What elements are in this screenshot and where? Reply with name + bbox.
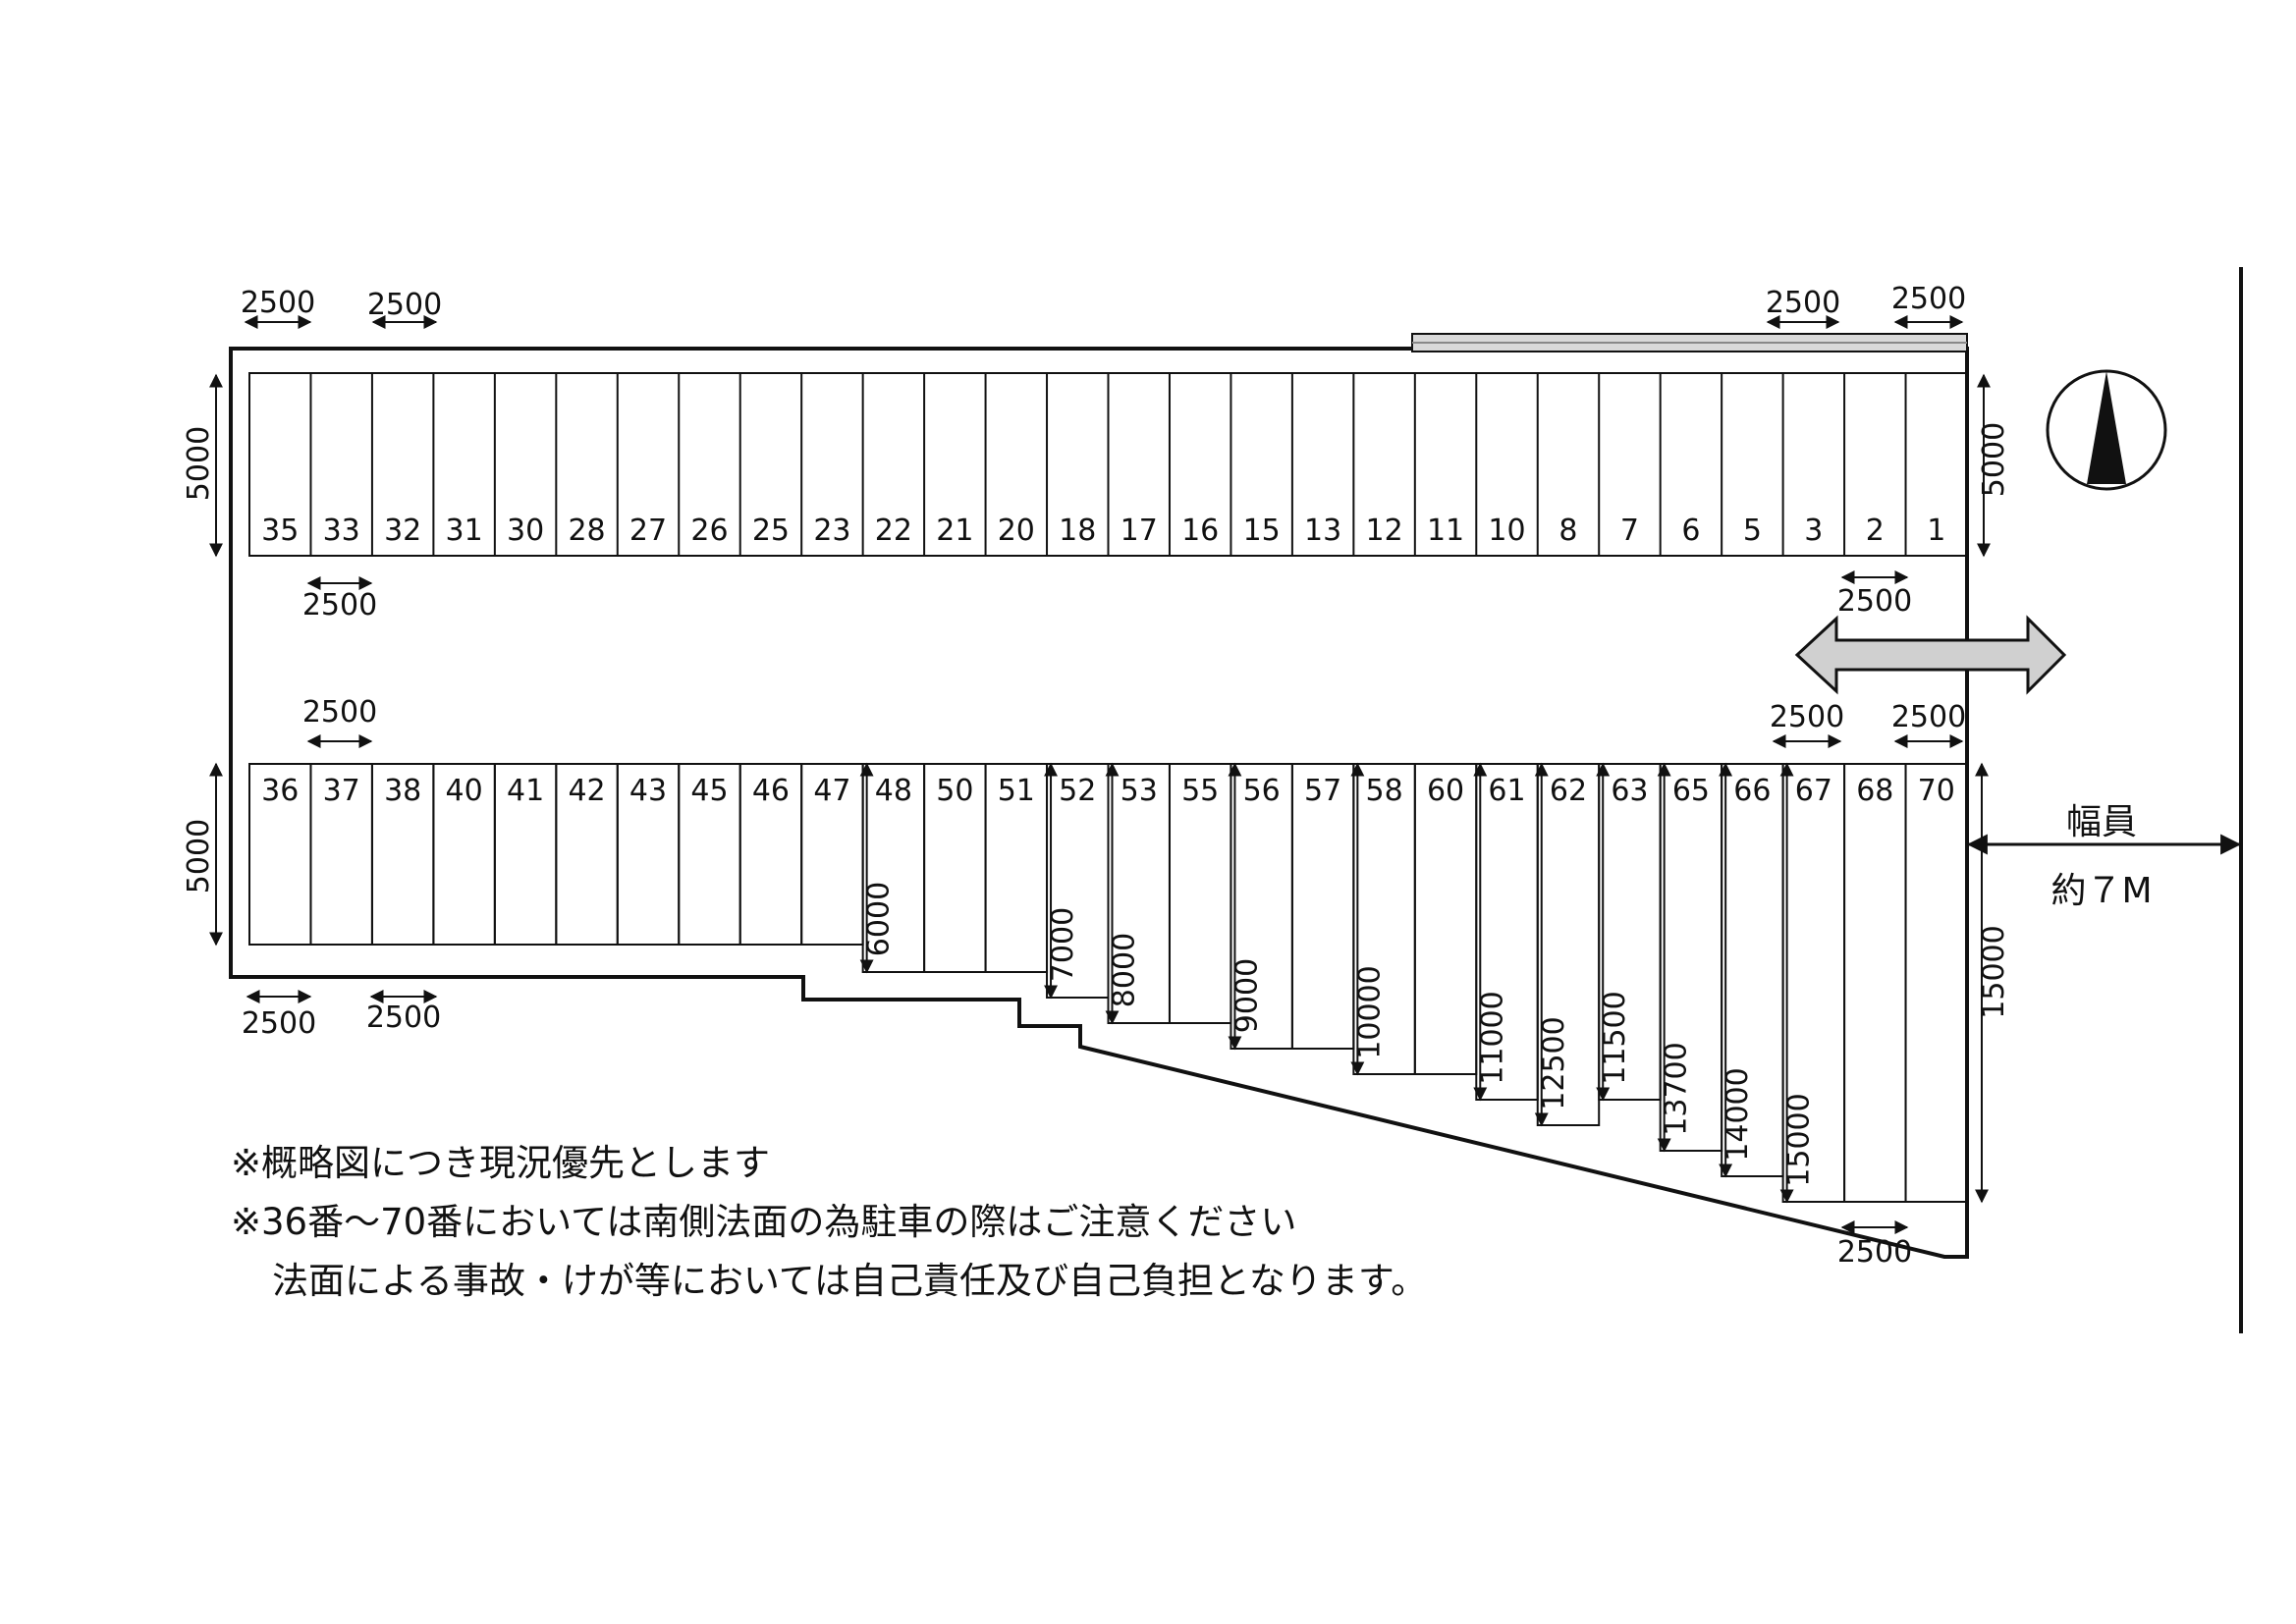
stall-number-41: 41 (507, 774, 544, 808)
stall-number-3: 3 (1804, 514, 1823, 548)
stall-number-28: 28 (568, 514, 605, 548)
stall-number-65: 65 (1672, 774, 1710, 808)
width-dimension-label: 2500 (1891, 700, 1966, 734)
depth-dimension-label: 8000 (1108, 933, 1142, 1007)
depth-dimension-label: 5000 (182, 426, 216, 501)
stall-number-8: 8 (1558, 514, 1577, 548)
stall-number-27: 27 (629, 514, 667, 548)
stall-number-57: 57 (1304, 774, 1341, 808)
depth-dimension-label: 6000 (862, 882, 897, 956)
stall-number-15: 15 (1243, 514, 1281, 548)
stall-number-18: 18 (1059, 514, 1096, 548)
parking-stall (1843, 763, 1907, 1203)
note-line-2: ※36番～70番においては南側法面の為駐車の際はご注意ください (231, 1201, 1297, 1243)
depth-dimension-label: 11500 (1598, 991, 1632, 1084)
stall-number-11: 11 (1427, 514, 1464, 548)
note-line-3: 法面による事故・けが等においては自己責任及び自己負担となります。 (272, 1260, 1428, 1302)
width-dimension-label: 2500 (367, 288, 442, 322)
stall-number-61: 61 (1488, 774, 1525, 808)
depth-dimension-label: 15000 (1977, 925, 2011, 1018)
stall-number-50: 50 (936, 774, 973, 808)
stall-number-66: 66 (1733, 774, 1771, 808)
depth-dimension-label: 9000 (1230, 958, 1264, 1033)
parking-stall (1413, 763, 1478, 1075)
stall-number-26: 26 (690, 514, 728, 548)
stall-number-67: 67 (1795, 774, 1832, 808)
depth-dimension-label: 11000 (1475, 991, 1509, 1084)
stall-number-2: 2 (1866, 514, 1885, 548)
stall-number-12: 12 (1365, 514, 1402, 548)
stall-number-55: 55 (1181, 774, 1219, 808)
depth-dimension-label: 15000 (1782, 1093, 1817, 1186)
road-width-label: 幅員 (2065, 802, 2137, 842)
width-dimension-label: 2500 (302, 588, 377, 623)
stall-number-31: 31 (446, 514, 483, 548)
stall-number-45: 45 (690, 774, 728, 808)
stall-number-70: 70 (1918, 774, 1955, 808)
north-arrow-icon (2046, 369, 2167, 491)
width-dimension-label: 2500 (1891, 282, 1966, 316)
stall-number-40: 40 (446, 774, 483, 808)
stall-number-33: 33 (323, 514, 360, 548)
stall-number-56: 56 (1243, 774, 1281, 808)
road-width-value: 約７M (2050, 871, 2153, 911)
stall-number-53: 53 (1121, 774, 1158, 808)
depth-dimension-label: 7000 (1046, 907, 1080, 982)
stall-number-6: 6 (1681, 514, 1700, 548)
depth-dimension-label: 12500 (1537, 1016, 1571, 1110)
width-dimension-label: 2500 (1770, 700, 1844, 734)
stall-number-43: 43 (629, 774, 667, 808)
depth-dimension-label: 5000 (182, 819, 216, 893)
stall-number-17: 17 (1121, 514, 1158, 548)
stall-number-23: 23 (813, 514, 850, 548)
stall-number-16: 16 (1181, 514, 1219, 548)
stall-number-20: 20 (998, 514, 1035, 548)
two-way-traffic-arrow (1794, 615, 2067, 695)
stall-number-36: 36 (261, 774, 299, 808)
stall-number-51: 51 (998, 774, 1035, 808)
parking-stall (1904, 763, 1968, 1203)
stall-number-60: 60 (1427, 774, 1464, 808)
stall-number-22: 22 (875, 514, 912, 548)
stall-number-46: 46 (752, 774, 790, 808)
stall-number-30: 30 (507, 514, 544, 548)
stall-number-7: 7 (1620, 514, 1639, 548)
width-dimension-label: 2500 (366, 1001, 441, 1035)
depth-dimension-label: 14000 (1721, 1067, 1755, 1161)
stall-number-47: 47 (813, 774, 850, 808)
notes-block: ※概略図につき現況優先とします ※36番～70番においては南側法面の為駐車の際は… (231, 1134, 1606, 1311)
stall-number-38: 38 (384, 774, 421, 808)
stall-number-21: 21 (936, 514, 973, 548)
stall-number-5: 5 (1743, 514, 1762, 548)
stall-number-13: 13 (1304, 514, 1341, 548)
stall-number-37: 37 (323, 774, 360, 808)
stall-number-48: 48 (875, 774, 912, 808)
stall-number-58: 58 (1365, 774, 1402, 808)
depth-dimension-label: 13700 (1660, 1042, 1694, 1135)
stall-number-42: 42 (568, 774, 605, 808)
width-dimension-label: 2500 (1837, 1235, 1912, 1270)
stall-number-25: 25 (752, 514, 790, 548)
stall-number-68: 68 (1856, 774, 1893, 808)
width-dimension-label: 2500 (302, 695, 377, 730)
stall-number-62: 62 (1550, 774, 1587, 808)
width-dimension-label: 2500 (242, 1006, 316, 1041)
stall-number-32: 32 (384, 514, 421, 548)
width-dimension-label: 2500 (1837, 584, 1912, 619)
depth-dimension-label: 5000 (1977, 422, 2011, 497)
stall-number-63: 63 (1611, 774, 1648, 808)
stall-number-1: 1 (1927, 514, 1945, 548)
stall-number-52: 52 (1059, 774, 1096, 808)
south-parking-row: 36 37 38 40 41 42 43 45 46 47 48 50 51 52 53 55 56 57 58 60… (248, 763, 1968, 1203)
depth-dimension-label: 10000 (1352, 965, 1387, 1058)
width-dimension-label: 2500 (241, 286, 315, 320)
stall-number-10: 10 (1488, 514, 1525, 548)
stall-number-35: 35 (261, 514, 299, 548)
note-line-1: ※概略図につき現況優先とします (231, 1142, 771, 1184)
width-dimension-label: 2500 (1766, 286, 1840, 320)
